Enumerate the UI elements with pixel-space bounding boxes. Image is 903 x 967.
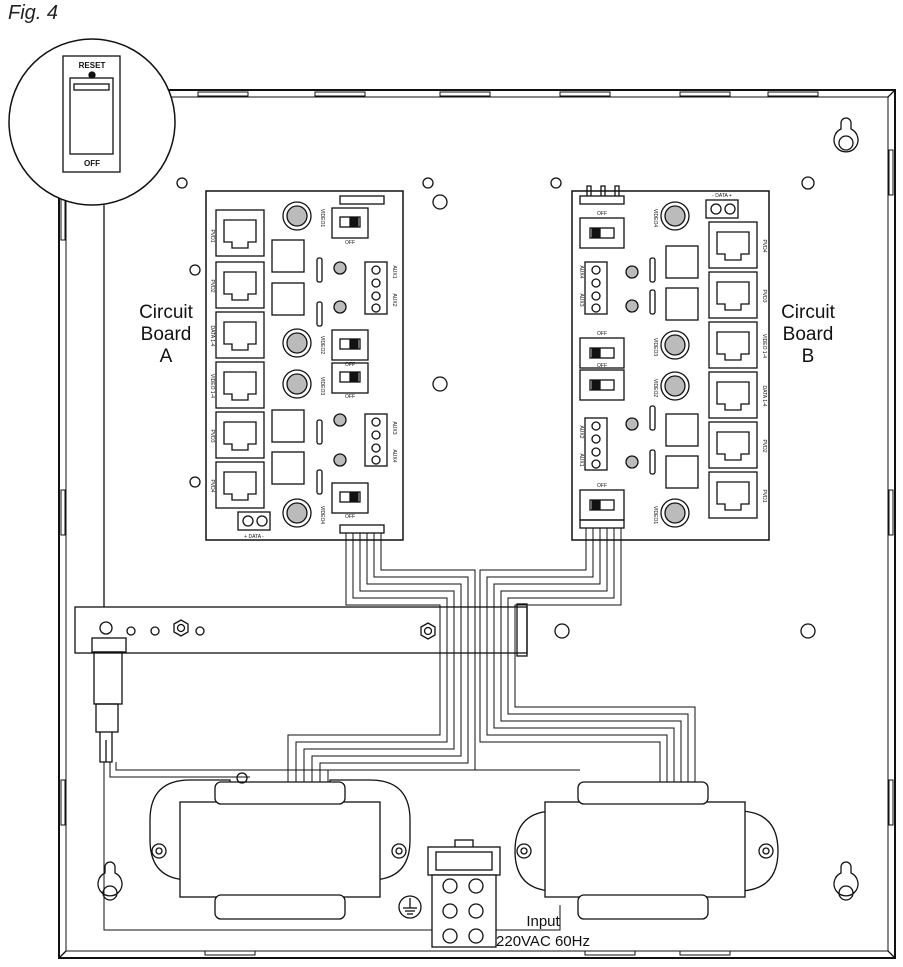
board-a-aux-label: AUX3 (391, 421, 397, 434)
board-a-port-label: VIDEO 1-4 (209, 374, 215, 398)
keyhole-icon (833, 861, 859, 901)
input-label-line2: 220VAC 60Hz (496, 933, 590, 950)
board-a-name: Circuit Board A (139, 302, 194, 367)
board-a-switch-off: OFF (345, 362, 355, 368)
circuit-board-a (205, 190, 404, 541)
board-b-video-label: VIDEO4 (652, 209, 658, 228)
circuit-board-b (571, 185, 770, 541)
board-a-name-line3: A (160, 346, 173, 367)
board-a-switch-off: OFF (345, 514, 355, 520)
board-a-switch-off: OFF (345, 394, 355, 400)
board-a-video-label: VIDEO3 (319, 377, 325, 396)
board-b-switch-off: OFF (597, 211, 607, 217)
board-a-data-label: + DATA - (244, 534, 264, 540)
board-b-aux-label: AUX1 (578, 453, 584, 466)
reset-label: RESET (79, 61, 106, 70)
board-a-port-labels: PVD1 PVD2 DATA 1-4 VIDEO 1-4 PVD3 PVD4 V… (209, 209, 397, 540)
board-a-ports (215, 209, 265, 509)
input-label-line1: Input (526, 913, 560, 930)
board-b-name-line2: Board (783, 324, 834, 345)
board-b-switch-off: OFF (597, 483, 607, 489)
board-b-aux-label: AUX2 (578, 425, 584, 438)
board-b-port-label: DATA 1-4 (761, 386, 767, 407)
callout-text: RESET OFF (79, 61, 106, 168)
reset-indicator-dot (88, 71, 96, 79)
board-b-aux-label: AUX4 (578, 265, 584, 278)
transformer-left (149, 772, 411, 920)
board-b-port-labels: PVD4 PVD3 VIDEO 1-4 DATA 1-4 PVD2 PVD1 V… (578, 193, 767, 524)
board-b-switch-off: OFF (597, 331, 607, 337)
board-a-port-label: PVD3 (209, 429, 215, 442)
transformer-right (514, 781, 779, 920)
board-a-aux-label: AUX2 (391, 293, 397, 306)
board-a-aux-label: AUX4 (391, 449, 397, 462)
board-a-switch-off: OFF (345, 240, 355, 246)
board-a-video-label: VIDEO4 (319, 506, 325, 525)
mounting-holes (176, 176, 816, 639)
board-a-switches (331, 207, 369, 514)
keyhole-icon (97, 861, 123, 901)
keyhole-icon (833, 117, 859, 153)
board-b-switches (579, 217, 625, 521)
board-b-port-label: VIDEO 1-4 (761, 334, 767, 358)
board-b-bnc (660, 201, 690, 528)
board-a-port-label: DATA 1-4 (209, 326, 215, 347)
board-b-name-line1: Circuit (781, 302, 836, 323)
board-b-name: Circuit Board B (781, 302, 836, 367)
wiring (103, 528, 696, 931)
board-a-video-label: VIDEO2 (319, 336, 325, 355)
board-a-video-label: VIDEO1 (319, 209, 325, 228)
board-a-port-label: PVD1 (209, 229, 215, 242)
input-terminal (427, 839, 501, 948)
input-label: Input 220VAC 60Hz (496, 913, 590, 950)
board-a-name-line1: Circuit (139, 302, 194, 323)
board-b-video-label: VIDEO2 (652, 379, 658, 398)
board-a-name-line2: Board (141, 324, 192, 345)
board-b-port-label: PVD3 (761, 289, 767, 302)
board-b-data-label: - DATA + (712, 193, 732, 199)
board-b-name-line3: B (802, 346, 815, 367)
board-b-port-label: PVD4 (761, 239, 767, 252)
board-b-port-label: PVD1 (761, 489, 767, 502)
board-b-video-label: VIDEO3 (652, 338, 658, 357)
ground-icon (398, 895, 422, 919)
board-b-video-label: VIDEO1 (652, 506, 658, 525)
mounting-bracket (74, 603, 528, 657)
board-b-port-label: PVD2 (761, 439, 767, 452)
board-a-port-label: PVD4 (209, 479, 215, 492)
figure-label: Fig. 4 (8, 2, 59, 24)
reset-switch-callout (8, 38, 176, 625)
board-b-switch-off: OFF (597, 363, 607, 369)
board-b-ports (708, 221, 758, 519)
board-a-bnc (282, 201, 312, 528)
enclosure (58, 89, 896, 959)
off-label: OFF (84, 159, 100, 168)
board-a-aux-label: AUX1 (391, 265, 397, 278)
board-b-aux-label: AUX3 (578, 293, 584, 306)
board-a-port-label: PVD2 (209, 279, 215, 292)
reset-switch-body (91, 637, 127, 763)
